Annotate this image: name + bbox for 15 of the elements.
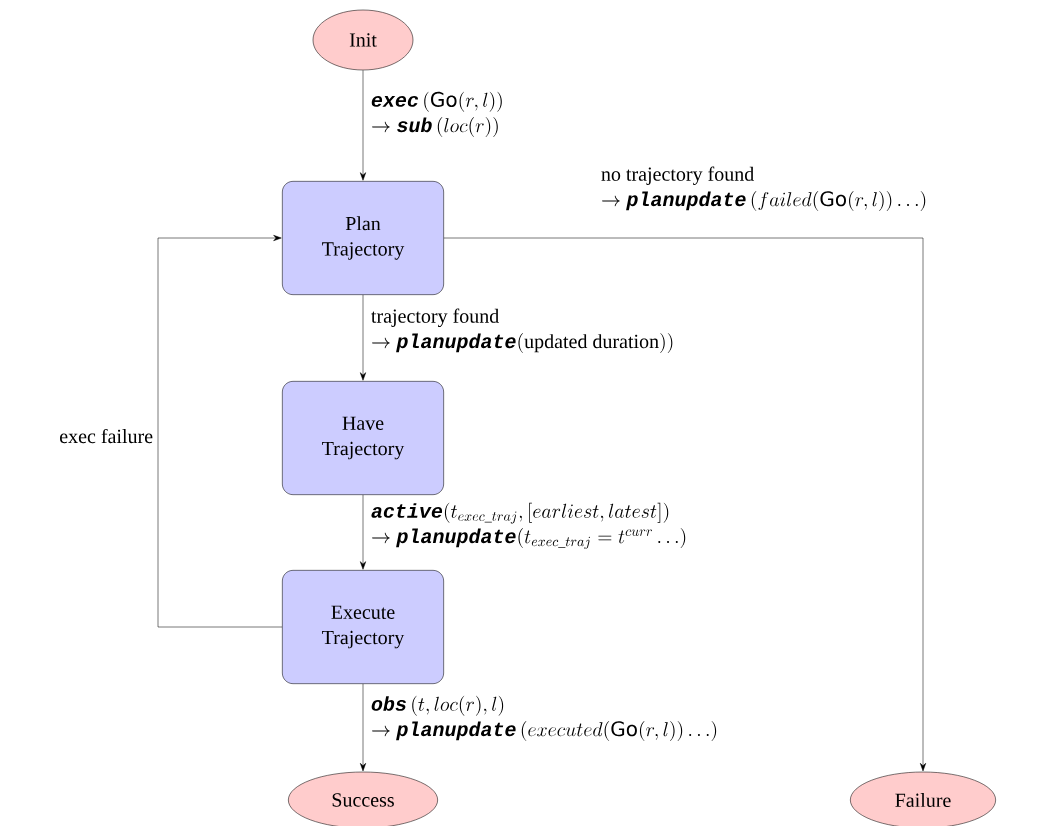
edge-label: exec failure xyxy=(60,428,153,444)
state-box: Execute Trajectory xyxy=(282,570,444,684)
state-box: Plan Trajectory xyxy=(282,181,444,295)
edge-label: $\begin{array}{@{}l@{}}\texttt{\textbf{\textit{obs}}}\,(t,loc(r),l)\\ \rightarrow \texttt{\textbf{\textit{planupdate}}}\,(executed(\textsf{Go}(r,l))\ldots)\end{array}$ xyxy=(371,695,717,742)
edge-label: $\begin{array}{@{}l@{}}\text{no trajectory found}\\ \rightarrow \texttt{\textbf{\textit{planupdate}}}\,(failed(\textsf{Go}(r,l))\ldots)\end{array}$ xyxy=(601,166,926,211)
arrow xyxy=(360,494,366,570)
arrow xyxy=(360,294,366,381)
edge-label: $\begin{array}{@{}l@{}}\texttt{\textbf{\textit{exec}}}\,(\textsf{Go}(r,l))\\ \rightarrow \texttt{\textbf{\textit{sub}}}\,(loc(r))\end{array}$ xyxy=(371,91,502,137)
edge-label: $\begin{array}{@{}l@{}}\text{trajectory found}\\ \rightarrow \texttt{\textbf{\textit{planupdate}}}(\text{updated duration}))\end{array}$ xyxy=(371,308,673,354)
edge-label: $\begin{array}{@{}l@{}}\texttt{\textbf{\textit{active}}}(t_{exec\_traj},[earliest,latest])\\ \rightarrow \texttt{\textbf{\textit{planupdate}}}(t_{exec\_traj}=t^{curr}\ldots)\end{array}$ xyxy=(371,502,686,549)
arrow xyxy=(443,237,926,772)
arrow xyxy=(360,683,366,772)
arrow xyxy=(360,70,366,181)
state-box: Have Trajectory xyxy=(282,381,444,495)
arrow xyxy=(157,235,283,628)
